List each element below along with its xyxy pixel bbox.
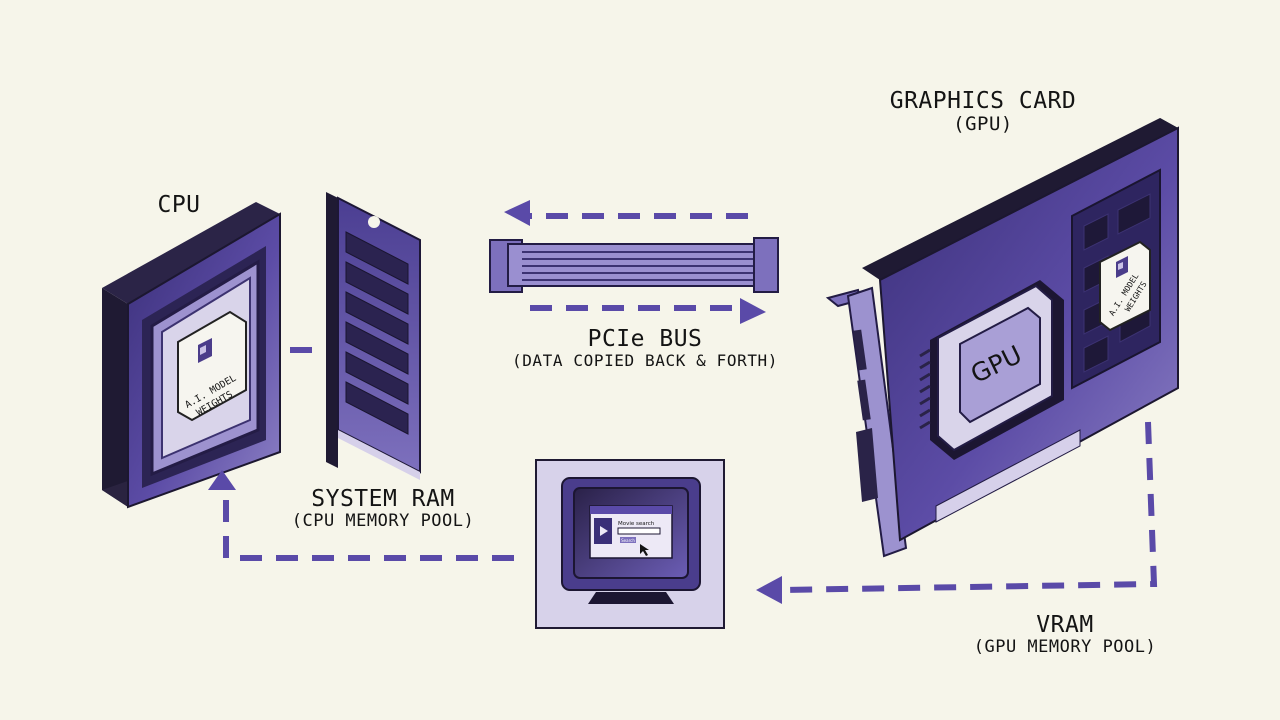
cpu-model-weights-card: A.I. MODEL WEIGHTS — [177, 310, 247, 422]
cpu-label: CPU — [146, 192, 212, 218]
monitor-to-cpu-arrow — [208, 470, 514, 561]
arrow-left-icon — [504, 200, 748, 226]
movie-search-label: Movie search — [618, 521, 655, 527]
pcie-label: PCIe BUS (DATA COPIED BACK & FORTH) — [500, 326, 790, 371]
vram-to-monitor-arrow — [756, 421, 1158, 604]
play-icon — [600, 526, 608, 536]
ram-stick — [326, 192, 421, 480]
vram-title: VRAM — [1036, 612, 1094, 638]
monitor-panel: Movie search Search — [535, 459, 725, 629]
arrow-left-icon — [756, 576, 782, 604]
vram-module: A.I. MODEL WEIGHTS — [1071, 168, 1161, 390]
graphics-card-label: GRAPHICS CARD (GPU) — [860, 88, 1106, 136]
cpu-title: CPU — [157, 192, 201, 218]
pcie-subtitle: (DATA COPIED BACK & FORTH) — [511, 351, 779, 371]
graphics-card: GPU A.I. MODEL WEIGHTS — [825, 118, 1179, 558]
vram-label: VRAM (GPU MEMORY POOL) — [960, 612, 1170, 658]
gpu-die: GPU — [919, 280, 1064, 460]
movie-search-button-label: Search — [621, 538, 635, 543]
movie-search-button[interactable] — [620, 537, 636, 543]
system-ram-subtitle: (CPU MEMORY POOL) — [291, 511, 475, 532]
system-ram-title: SYSTEM RAM — [311, 486, 455, 512]
arrow-up-icon — [208, 470, 236, 490]
pcie-cable — [489, 200, 779, 324]
vram-subtitle: (GPU MEMORY POOL) — [973, 637, 1157, 658]
graphics-card-title: GRAPHICS CARD — [889, 88, 1077, 114]
cursor-icon — [640, 544, 649, 556]
system-ram-label: SYSTEM RAM (CPU MEMORY POOL) — [278, 486, 488, 532]
cpu-chip: A.I. MODEL WEIGHTS — [102, 202, 281, 509]
movie-search-field[interactable] — [617, 527, 661, 535]
graphics-card-subtitle: (GPU) — [953, 113, 1013, 136]
arrow-right-icon — [530, 298, 766, 324]
vram-model-weights-card: A.I. MODEL WEIGHTS — [1099, 240, 1151, 332]
monitor-app-window: Movie search Search — [589, 505, 673, 559]
pcie-title: PCIe BUS — [587, 326, 703, 352]
